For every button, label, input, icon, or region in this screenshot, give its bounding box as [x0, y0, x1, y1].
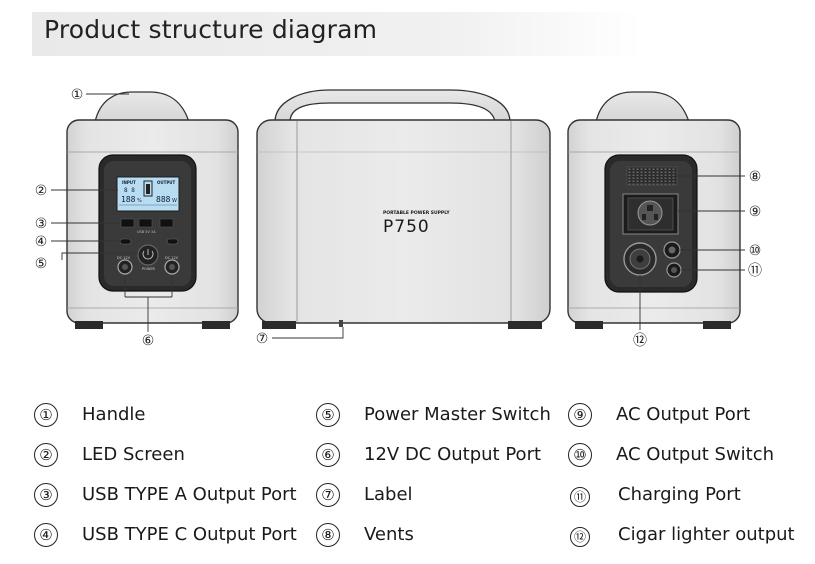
screen-input-unit: % — [137, 198, 142, 204]
legend-num: ④ — [34, 523, 58, 547]
callout-3: ③ — [35, 216, 48, 232]
legend-label: Power Master Switch — [364, 404, 551, 425]
left-device-view — [66, 91, 239, 329]
usb-a-port-3 — [159, 218, 174, 228]
legend-num: ⑩ — [568, 443, 592, 467]
callout-7: ⑦ — [256, 331, 269, 347]
screen-output-value: 888 — [156, 195, 171, 204]
legend-label: AC Output Port — [616, 404, 751, 425]
usb-a-port-1 — [120, 218, 135, 228]
callout-1: ① — [71, 87, 84, 103]
callout-12: ⑫ — [633, 333, 647, 349]
legend-label: Label — [364, 484, 413, 505]
right-handle — [595, 91, 690, 123]
usb-a-port-2 — [138, 218, 153, 228]
legend-label: Charging Port — [618, 484, 741, 505]
battery-glyph — [143, 180, 153, 197]
legend-label: Cigar lighter output — [618, 524, 795, 545]
leader-lines — [51, 93, 745, 339]
left-foot-r — [202, 321, 230, 329]
right-foot-r — [703, 321, 731, 329]
center-foot-r — [508, 321, 542, 329]
legend-num: ② — [34, 443, 58, 467]
screen-output-label: OUTPUT — [157, 180, 176, 185]
device-labels: PORTABLE POWER SUPPLY P750 INPUT OUTPUT … — [117, 180, 450, 271]
callout-6: ⑥ — [142, 333, 155, 349]
screen-input-value: 188 — [121, 195, 136, 204]
usb-c-port-2 — [166, 238, 179, 245]
legend-num: ⑨ — [568, 403, 592, 427]
legend-item-5: ⑤ — [316, 402, 340, 428]
center-device-view — [256, 89, 551, 329]
screen-output-unit: W — [172, 198, 177, 204]
screen-input-label: INPUT — [122, 180, 136, 185]
left-foot-l — [75, 321, 103, 329]
label-marker — [339, 320, 343, 327]
usb-strip-label: USB 5V 3A — [137, 230, 156, 234]
callout-4: ④ — [35, 234, 48, 250]
legend-num: ⑫ — [570, 527, 590, 547]
legend-item-10: ⑩ — [568, 442, 592, 468]
legend-num: ⑤ — [316, 403, 340, 427]
legend-item-4: ④ — [34, 522, 58, 548]
legend-item-12: ⑫ — [570, 524, 590, 550]
usb-c-port-1 — [119, 238, 132, 245]
legend-item-8: ⑧ — [316, 522, 340, 548]
model-subtitle: PORTABLE POWER SUPPLY — [383, 210, 450, 216]
legend-label: Vents — [364, 524, 414, 545]
dc-right-label: DC 12V — [165, 256, 179, 260]
callout-11: ⑪ — [748, 263, 762, 279]
center-body — [256, 119, 551, 324]
center-foot-l — [262, 321, 296, 329]
legend-item-11: ⑪ — [570, 484, 590, 510]
legend-num: ⑪ — [570, 487, 590, 507]
callout-8: ⑧ — [749, 169, 762, 185]
legend-num: ⑥ — [316, 443, 340, 467]
model-name: P750 — [383, 217, 430, 237]
right-device-view — [567, 91, 741, 329]
legend-item-2: ② — [34, 442, 58, 468]
legend-num: ⑧ — [316, 523, 340, 547]
callout-2: ② — [35, 183, 48, 199]
legend-label: LED Screen — [82, 444, 185, 465]
legend-item-6: ⑥ — [316, 442, 340, 468]
diagram-callouts: ① ② ③ ④ ⑤ ⑥ ⑦ ⑧ ⑨ ⑩ ⑪ ⑫ — [35, 87, 762, 349]
right-foot-l — [575, 321, 603, 329]
legend-label: Handle — [82, 404, 146, 425]
title-band — [32, 12, 642, 56]
legend-num: ③ — [34, 483, 58, 507]
legend-label: 12V DC Output Port — [364, 444, 542, 465]
callout-10: ⑩ — [749, 243, 762, 259]
legend-item-1: ① — [34, 402, 58, 428]
legend-label: USB TYPE C Output Port — [82, 524, 297, 545]
legend-num: ① — [34, 403, 58, 427]
left-handle — [94, 91, 190, 123]
legend-label: AC Output Switch — [616, 444, 775, 465]
dc-left-label: DC 12V — [117, 256, 131, 260]
callout-9: ⑨ — [749, 204, 762, 220]
page-title: Product structure diagram — [44, 15, 378, 44]
legend-item-9: ⑨ — [568, 402, 592, 428]
legend-label: USB TYPE A Output Port — [82, 484, 297, 505]
screen-top-left-digits: 8 8 — [124, 187, 135, 194]
power-label: POWER — [142, 267, 156, 271]
callout-5: ⑤ — [35, 256, 48, 272]
legend-item-7: ⑦ — [316, 482, 340, 508]
legend-item-3: ③ — [34, 482, 58, 508]
legend-num: ⑦ — [316, 483, 340, 507]
